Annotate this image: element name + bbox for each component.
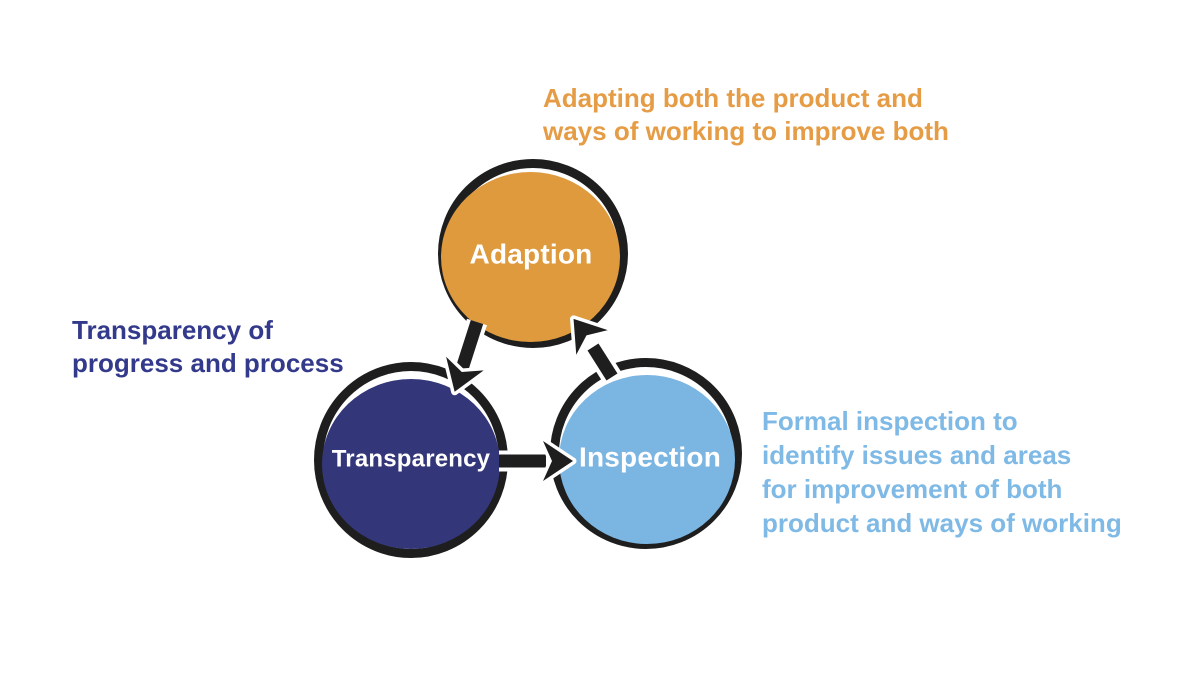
- transparency-annotation: Transparency of progress and process: [72, 314, 344, 380]
- inspection-label: Inspection: [579, 442, 721, 473]
- annotation-line: Transparency of: [72, 315, 273, 345]
- adaption-label: Adaption: [470, 239, 593, 270]
- arrow-transparency-to-inspection: [499, 437, 577, 485]
- transparency-circle: [322, 379, 500, 549]
- arrow-adaption-to-transparency: [442, 318, 488, 396]
- arrowhead-down-left-icon: [442, 353, 488, 396]
- arrow-inspection-to-adaption: [570, 315, 621, 383]
- adaption-circle: [441, 172, 620, 342]
- annotation-line: Adapting both the product and: [543, 83, 923, 113]
- arrowhead-up-left-icon: [570, 315, 612, 359]
- annotation-line: ways of working to improve both: [543, 116, 949, 146]
- adaption-annotation: Adapting both the product and ways of wo…: [543, 82, 949, 148]
- node-adaption: [438, 159, 628, 348]
- arrowhead-right-icon: [539, 437, 577, 485]
- inspection-annotation: Formal inspection to identify issues and…: [762, 404, 1122, 540]
- annotation-line: Formal inspection to: [762, 406, 1018, 436]
- annotation-line: identify issues and areas: [762, 440, 1072, 470]
- annotation-line: for improvement of both: [762, 474, 1063, 504]
- transparency-label: Transparency: [332, 446, 491, 473]
- annotation-line: progress and process: [72, 348, 344, 378]
- inspection-circle: [559, 375, 735, 544]
- annotation-line: product and ways of working: [762, 508, 1122, 538]
